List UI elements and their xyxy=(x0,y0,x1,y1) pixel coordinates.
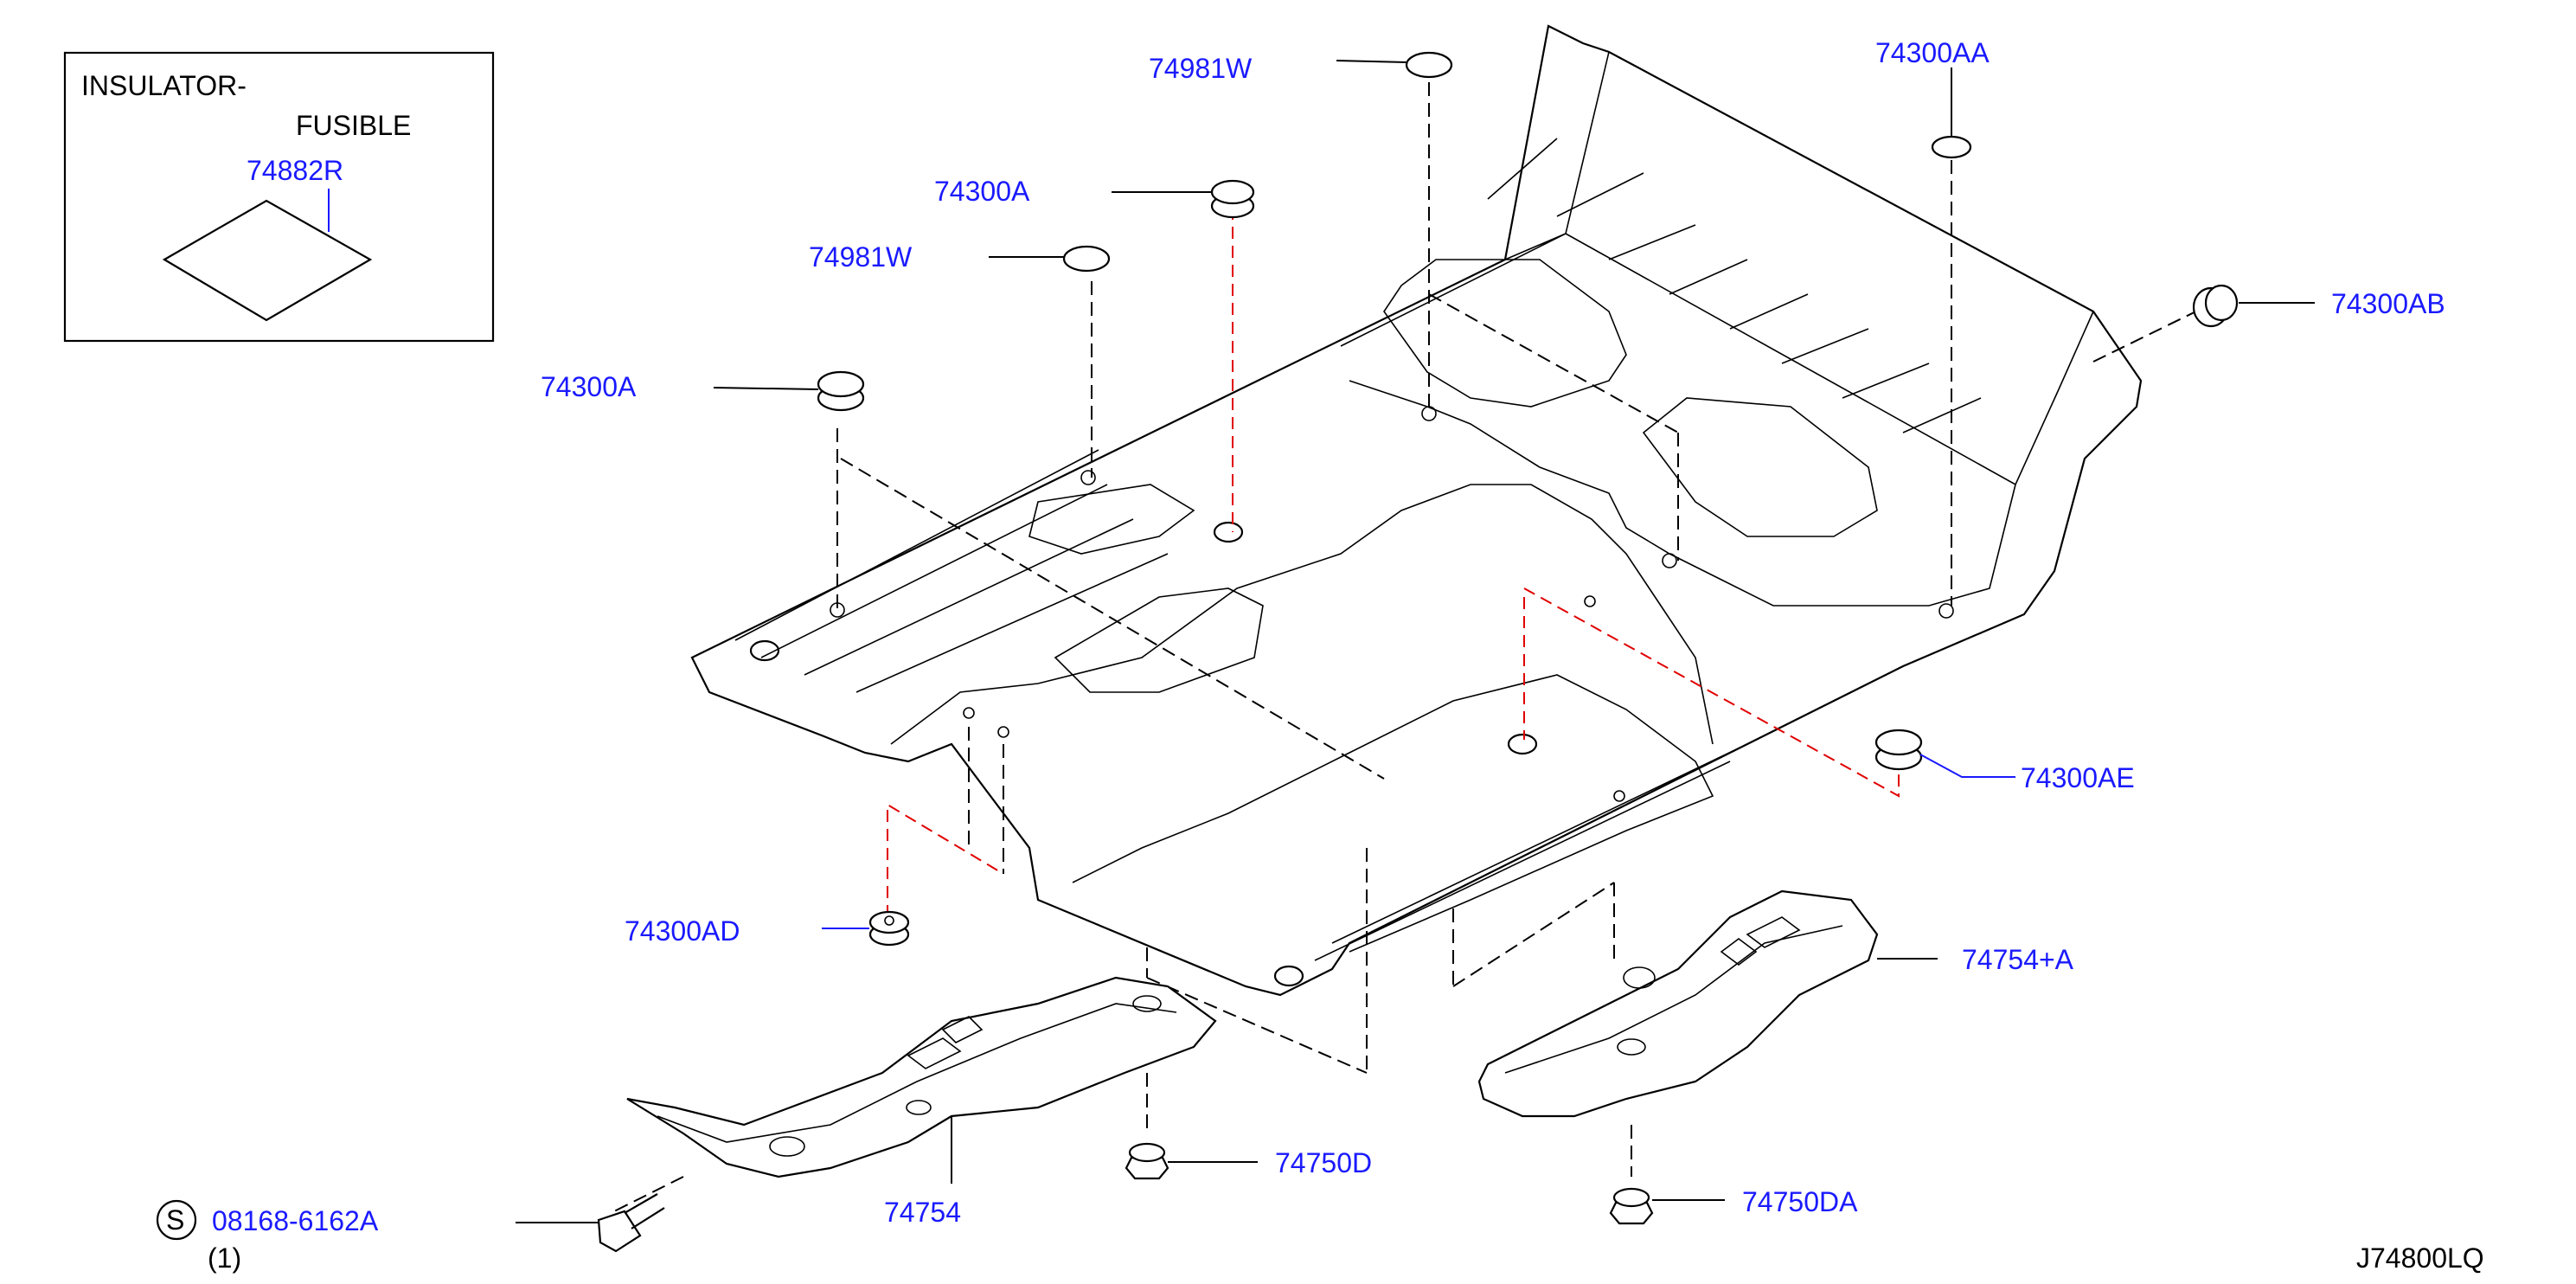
under-cover-left-body xyxy=(626,976,1217,1178)
callout-74300ae[interactable]: 74300AE xyxy=(2021,762,2135,793)
grommet-hole xyxy=(1080,470,1096,485)
stud-hole xyxy=(1613,790,1625,802)
under-cover-74754[interactable] xyxy=(626,976,1217,1178)
callout-74750da[interactable]: 74750DA xyxy=(1742,1186,1858,1217)
plug-74300ad[interactable] xyxy=(868,910,910,947)
floor-pan-outline xyxy=(690,24,2143,997)
rear-recess-left xyxy=(1383,259,1627,408)
leader-lines xyxy=(516,60,2315,1223)
mount-hole xyxy=(769,1136,805,1157)
callout-74750d[interactable]: 74750D xyxy=(1275,1147,1372,1178)
small-parts xyxy=(597,51,2239,1253)
rear-recess-right xyxy=(1642,397,1878,537)
mount-hole xyxy=(1132,995,1162,1012)
mount-hole xyxy=(1623,966,1656,989)
drain-hole xyxy=(749,639,780,662)
callout-74300ab[interactable]: 74300AB xyxy=(2331,288,2445,319)
callout-74981w-top[interactable]: 74981W xyxy=(1149,53,1253,84)
stud-hole xyxy=(1584,595,1596,607)
under-cover-74754a[interactable] xyxy=(1477,889,1879,1118)
drain-hole xyxy=(1507,733,1538,755)
callout-74300ad[interactable]: 74300AD xyxy=(625,915,740,947)
grommet-hole xyxy=(1421,406,1437,421)
inset-part-label[interactable]: 74882R xyxy=(247,155,343,186)
nut-74750da[interactable] xyxy=(1609,1187,1654,1225)
stud-hole xyxy=(997,726,1009,738)
grommet-hole xyxy=(1662,553,1677,568)
plug-74981w-top[interactable] xyxy=(1405,51,1453,79)
callout-74981w-mid[interactable]: 74981W xyxy=(809,241,913,273)
plug-74981w-mid[interactable] xyxy=(1062,245,1111,273)
rear-ribs xyxy=(1487,138,1982,433)
red-projection-lines xyxy=(887,208,1900,917)
under-cover-left-rib xyxy=(657,1003,1177,1143)
front-left-recess xyxy=(1028,484,1195,555)
sill-edge xyxy=(1314,743,1748,961)
rear-floor-edge xyxy=(1340,51,2094,607)
plug-74300ab[interactable] xyxy=(2192,284,2239,328)
callout-74754[interactable]: 74754 xyxy=(884,1197,961,1228)
callout-08168-6162a[interactable]: 08168-6162A xyxy=(212,1205,379,1236)
bolt-quantity: (1) xyxy=(208,1242,241,1274)
under-cover-right-tabs xyxy=(1720,916,1801,966)
callout-74300aa[interactable]: 74300AA xyxy=(1875,37,1990,68)
stud-hole xyxy=(963,707,975,719)
callout-74300a-upper[interactable]: 74300A xyxy=(934,176,1030,207)
floor-pan-body xyxy=(690,24,2143,997)
bolt-symbol-circle xyxy=(156,1199,197,1241)
plug-74300a-upper[interactable] xyxy=(1210,179,1255,219)
drain-hole xyxy=(1213,521,1244,543)
center-tunnel xyxy=(890,484,1714,745)
callout-labels: 74981W 74300AA 74300A 74981W 74300AB 743… xyxy=(156,37,2484,1274)
inset-title-line1: INSULATOR- xyxy=(81,70,247,101)
plug-74300aa[interactable] xyxy=(1931,135,1972,159)
under-cover-right-rib xyxy=(1504,925,1843,1074)
callout-74300a-left[interactable]: 74300A xyxy=(541,371,637,402)
inset-box: INSULATOR- FUSIBLE 74882R xyxy=(63,51,495,343)
mount-hole xyxy=(906,1100,932,1115)
callout-74754a[interactable]: 74754+A xyxy=(1962,944,2074,975)
diagram-id: J74800LQ xyxy=(2356,1242,2484,1274)
plug-74300a-left[interactable] xyxy=(817,370,865,412)
insulator-pad-shape xyxy=(162,199,373,322)
inset-title-line2: FUSIBLE xyxy=(296,110,411,141)
plug-74300ae[interactable] xyxy=(1874,729,1923,771)
bolt-08168[interactable] xyxy=(597,1193,665,1253)
floor-crossmember xyxy=(1072,674,1714,953)
projection-lines xyxy=(613,82,2211,1212)
mount-hole xyxy=(1617,1038,1646,1056)
under-cover-left-tabs xyxy=(907,1016,984,1069)
drain-hole xyxy=(1273,965,1304,987)
grommet-hole xyxy=(1938,603,1954,619)
bolt-symbol-letter: S xyxy=(166,1204,184,1236)
nut-74750d[interactable] xyxy=(1125,1142,1169,1180)
inset-frame xyxy=(63,51,495,343)
front-recess xyxy=(1054,587,1264,693)
front-floor-ribs xyxy=(734,449,1169,693)
